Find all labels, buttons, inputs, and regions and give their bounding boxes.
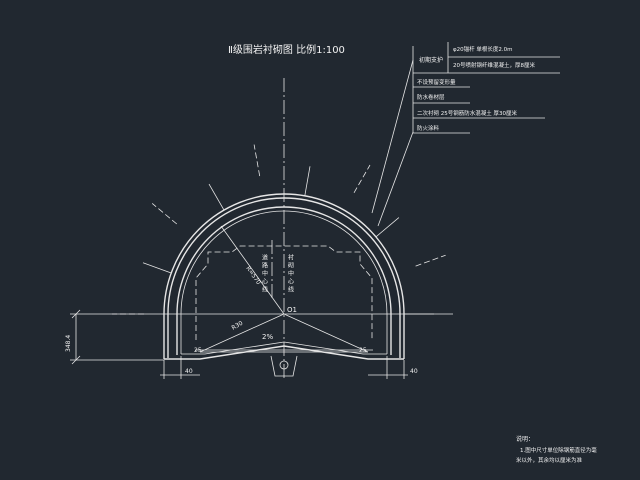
invert-outer — [164, 345, 404, 360]
legend-layer: 防火涂料 — [417, 124, 440, 132]
clearance-outline — [195, 245, 373, 340]
legend-table: 初期支护 φ20锚杆 单根长度2.0m 20号喷射钢纤维混凝土，厚8厘米 不设预… — [371, 42, 560, 227]
invert-inner — [181, 341, 387, 355]
left-width-value: 40 — [185, 368, 193, 375]
anchor-bolt — [253, 144, 261, 177]
height-dimension-value: 348.4 — [65, 335, 72, 352]
dimension-tick — [71, 309, 81, 319]
anchor-bolt — [142, 262, 172, 274]
anchor-bolt — [151, 203, 178, 225]
drain-ditch — [270, 355, 298, 377]
notes-line: 米以外，其余均以厘米为准 — [516, 456, 583, 464]
leader-line — [371, 59, 414, 214]
road-centerline-label: 道路中心线 — [261, 253, 268, 294]
left-height-dimension: 348.4 — [65, 309, 164, 365]
rise-angle-label: R30 — [231, 320, 245, 332]
construction-line — [283, 313, 369, 353]
corner-label-right: 25 — [359, 347, 367, 354]
radius-line — [220, 225, 285, 315]
radius-label: R=570 — [244, 265, 262, 286]
center-point-label: O1 — [287, 306, 297, 314]
inner-lining-arc-2 — [180, 210, 388, 354]
bottom-width-dimensions: 40 40 — [160, 356, 418, 379]
outer-lining-arc-2 — [167, 197, 401, 358]
anchor-bolt — [304, 166, 311, 196]
dimension-tick — [71, 355, 81, 365]
drawing-title: Ⅱ级围岩衬砌图 比例1:100 — [228, 43, 345, 56]
lining-rings — [163, 193, 405, 360]
legend-layer: 防水卷材层 — [417, 93, 445, 101]
anchor-bolt — [415, 254, 446, 267]
legend-layer: 二次衬砌 25号钢筋防水混凝土 厚30厘米 — [417, 109, 517, 117]
legend-layer: 不设预留变形量 — [417, 78, 456, 86]
notes-heading: 说明： — [516, 435, 534, 443]
right-width-value: 40 — [410, 368, 418, 375]
notes-line: 1.图中尺寸单位除钢筋直径为毫 — [520, 446, 597, 454]
tunnel-centerline-label: 衬砌中心线 — [287, 253, 294, 294]
legend-item: 20号喷射钢纤维混凝土，厚8厘米 — [453, 61, 535, 69]
slope-label: 2% — [262, 333, 273, 341]
corner-label-left: 25 — [194, 347, 202, 354]
leader-line — [377, 131, 414, 227]
anchor-bolt — [375, 217, 400, 238]
inner-lining-arc — [176, 206, 392, 355]
legend-initial-support: 初期支护 — [419, 56, 443, 64]
construction-line — [199, 313, 285, 353]
outer-lining-arc — [163, 193, 405, 359]
legend-item: φ20锚杆 单根长度2.0m — [453, 45, 512, 53]
drain-pipe — [279, 360, 289, 370]
anchor-bolt — [353, 164, 371, 193]
anchor-bolts — [112, 144, 446, 315]
anchor-bolt — [208, 183, 225, 211]
